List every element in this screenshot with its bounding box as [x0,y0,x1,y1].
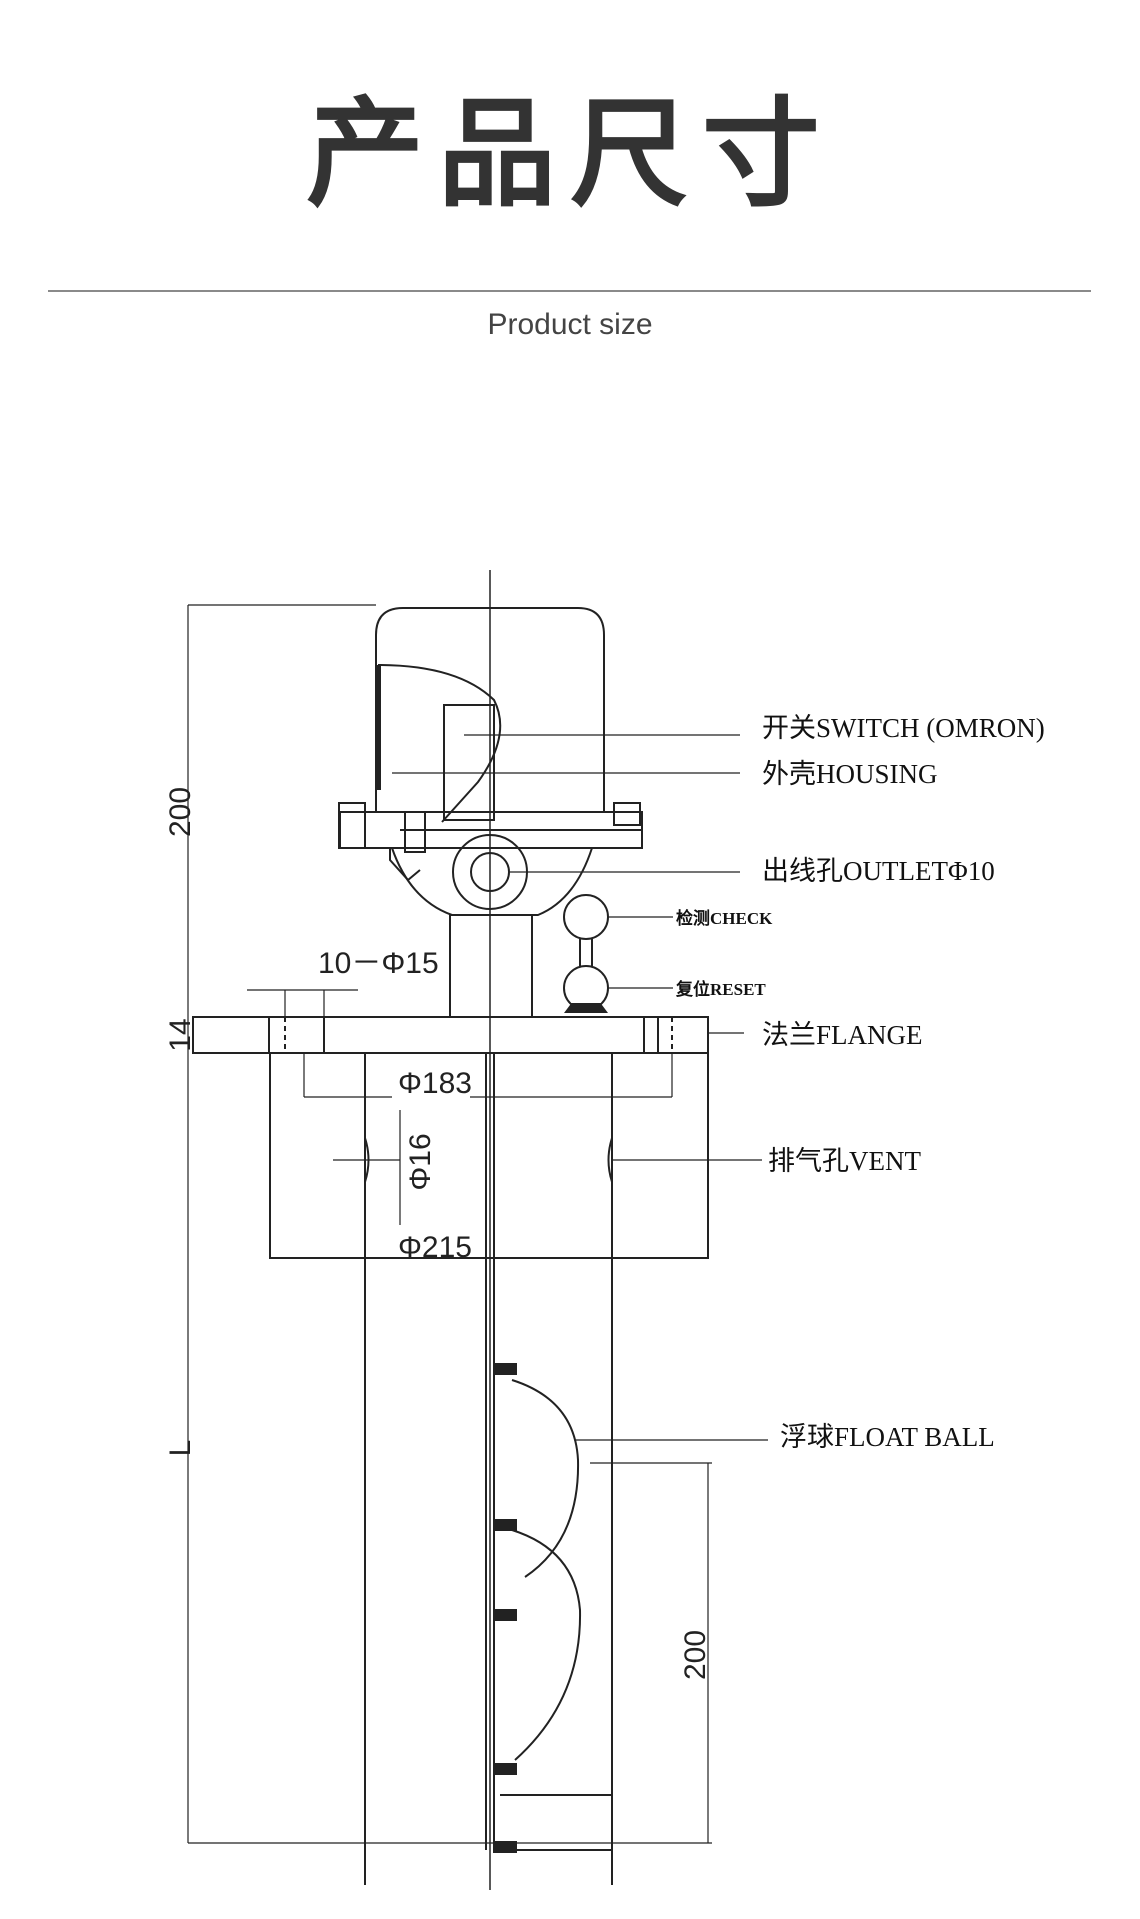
dim-d16 [333,1110,401,1225]
neck [449,914,533,1018]
label-check: 检测CHECK [676,908,773,928]
float-balls [493,1363,613,1853]
label-housing: 外壳HOUSING [762,759,938,789]
title-divider [48,290,1091,292]
dim-text-flange-14: 14 [164,1018,197,1051]
dim-length-L [187,1053,712,1844]
label-switch: 开关SWITCH (OMRON) [762,713,1045,743]
inner-tube [364,1053,613,1885]
dim-text-d215: Φ215 [398,1231,472,1264]
float-rod [485,1053,495,1850]
dim-text-bottom-200: 200 [679,1630,712,1680]
dim-text-holes: 10－Φ15 [318,947,439,980]
dim-text-top-200: 200 [164,787,197,837]
dim-bottom-200 [590,1462,712,1843]
label-float-ball: 浮球FLOAT BALL [780,1422,995,1452]
dim-holes [247,989,358,1017]
label-flange: 法兰FLANGE [762,1020,923,1050]
dim-d183 [303,1053,673,1098]
dim-top-200 [187,604,376,1017]
label-vent: 排气孔VENT [768,1146,921,1176]
housing-base-plate [338,802,643,882]
switch-housing [375,607,605,823]
label-outlet: 出线孔OUTLETΦ10 [762,856,995,886]
check-button [563,894,609,940]
leader-lines [392,734,768,1441]
flange [192,1016,709,1054]
dim-text-d183: Φ183 [398,1067,472,1100]
page-title: 产品尺寸 [305,85,834,223]
page-subtitle: Product size [487,308,653,341]
dim-text-length-L: L [164,1440,197,1457]
float-chamber [269,1052,709,1259]
label-reset: 复位RESET [675,979,766,999]
check-reset-buttons [563,894,609,1013]
dim-text-d16: Φ16 [404,1133,437,1190]
